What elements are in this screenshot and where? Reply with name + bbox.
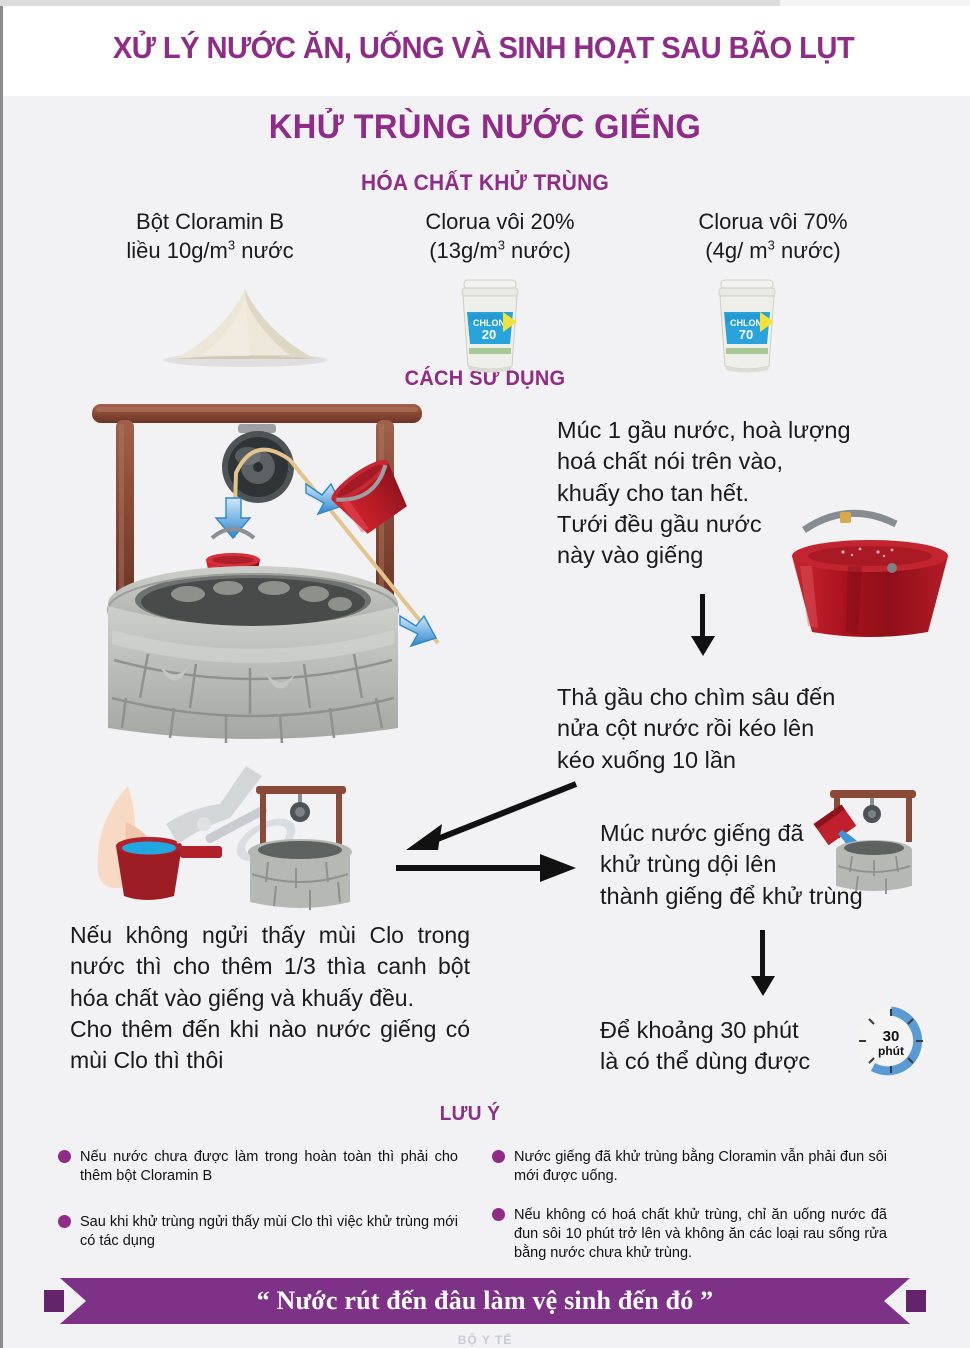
top-strip: [0, 0, 970, 6]
small-well-icon: [813, 790, 916, 894]
chemical-name-1: Clorua vôi 20%: [425, 209, 575, 234]
well-illustration: [92, 404, 440, 743]
step-1-text: Múc 1 gầu nước, hoà lượng hoá chất nói t…: [557, 417, 851, 568]
note-item: Sau khi khử trùng ngửi thấy mùi Clo thì …: [58, 1213, 458, 1251]
section-heading-chemicals: HÓA CHẤT KHỬ TRÙNG: [360, 170, 610, 195]
smell-check-text: Nếu không ngửi thấy mùi Clo trong nước t…: [70, 922, 470, 1074]
section-heading-notes: LƯU Ý: [439, 1103, 501, 1125]
chemical-name-0: Bột Cloramin B: [136, 209, 284, 234]
chemical-label-0: Bột Cloramin B liều 10g/m3 nước: [60, 208, 360, 265]
flow-arrow-1-head: [691, 636, 715, 656]
timer-30-minutes-icon: 30 phút: [857, 1006, 925, 1076]
svg-text:CHLON: CHLON: [730, 318, 762, 328]
slogan-text: “ Nước rút đến đâu làm vệ sinh đến đó ”: [256, 1286, 714, 1315]
note-item: Nước giếng đã khử trùng bằng Cloramin vẫ…: [492, 1148, 887, 1186]
chemical-name-2: Clorua vôi 70%: [698, 209, 848, 234]
ribbon-fold-right: [906, 1290, 926, 1312]
note-text: Nước giếng đã khử trùng bằng Cloramin vẫ…: [514, 1149, 887, 1184]
step-3-text: Múc nước giếng đã khử trùng dội lên thàn…: [600, 820, 863, 909]
step-2-text: Thả gầu cho chìm sâu đến nửa cột nước rồ…: [557, 684, 836, 773]
note-item: Nếu nước chưa được làm trong hoàn toàn t…: [58, 1148, 458, 1186]
red-bucket-icon: [792, 509, 948, 637]
svg-text:70: 70: [739, 327, 753, 342]
footer-mark: BỘ Y TẾ: [457, 1333, 513, 1347]
powder-pile-icon: [163, 289, 327, 367]
timer-value: 30: [883, 1028, 900, 1045]
flow-arrow-4-head: [751, 976, 775, 996]
chemical-tub-icon-20: CHLON 20: [461, 279, 519, 373]
title-band: [3, 6, 970, 96]
chemical-dose-1: (13g/m3 nước): [429, 237, 571, 263]
note-text: Nếu không có hoá chất khử trùng, chỉ ăn …: [514, 1207, 887, 1261]
chemical-label-2: Clorua vôi 70% (4g/ m3 nước): [638, 208, 908, 265]
bullet-icon: [492, 1208, 505, 1221]
chemical-dose-2: (4g/ m3 nước): [705, 237, 841, 263]
page-title: XỬ LÝ NƯỚC ĂN, UỐNG VÀ SINH HOẠT SAU BÃO…: [112, 30, 855, 65]
flow-arrow-3: [396, 854, 576, 882]
step-4-text: Để khoảng 30 phút là có thể dùng được: [600, 1017, 811, 1075]
note-text: Nếu nước chưa được làm trong hoàn toàn t…: [80, 1149, 458, 1184]
flow-arrow-2: [406, 781, 578, 850]
chemical-label-1: Clorua vôi 20% (13g/m3 nước): [370, 208, 630, 265]
flow-arrow-4: [760, 930, 765, 982]
page-subtitle: KHỬ TRÙNG NƯỚC GIẾNG: [268, 108, 702, 146]
bullet-icon: [492, 1150, 505, 1163]
svg-text:CHLON: CHLON: [473, 318, 505, 328]
section-heading-usage: CÁCH SỬ DỤNG: [404, 367, 566, 390]
timer-unit: phút: [878, 1044, 904, 1058]
note-text: Sau khi khử trùng ngửi thấy mùi Clo thì …: [80, 1214, 458, 1249]
left-border-rule: [0, 6, 3, 1348]
slogan-banner: [60, 1278, 910, 1324]
flow-arrow-1: [700, 594, 705, 642]
chemical-dose-0: liều 10g/m3 nước: [126, 237, 294, 263]
top-right-block: [780, 0, 970, 6]
bullet-icon: [58, 1215, 71, 1228]
smell-check-illustration: [97, 766, 352, 910]
bullet-icon: [58, 1150, 71, 1163]
svg-text:20: 20: [482, 327, 496, 342]
chemical-tub-icon-70: CHLON 70: [718, 279, 776, 373]
note-item: Nếu không có hoá chất khử trùng, chỉ ăn …: [492, 1206, 887, 1263]
ribbon-fold-left: [44, 1290, 64, 1312]
